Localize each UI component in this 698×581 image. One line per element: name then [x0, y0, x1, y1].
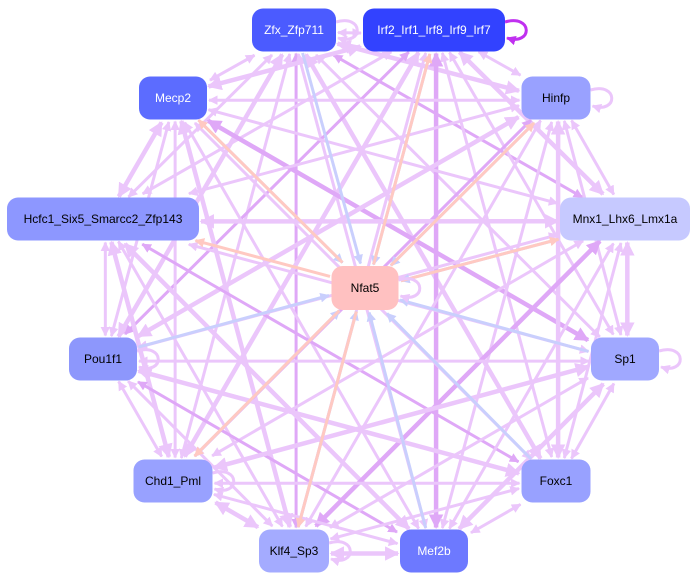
node-label: Mnx1_Lhx6_Lmx1a: [573, 212, 678, 226]
edge-from-nfat5: [295, 311, 358, 528]
edge-from-nfat5: [400, 236, 560, 283]
edge-to-nfat5: [385, 312, 533, 460]
node-box: [133, 459, 213, 503]
node-label: Foxc1: [540, 474, 573, 488]
self-loop-edge: [658, 348, 682, 375]
node-sp1[interactable]: Sp1: [591, 337, 659, 381]
node-box: [400, 529, 468, 573]
edge-to-nfat5: [399, 297, 589, 353]
edge: [137, 367, 521, 477]
edge-from-nfat5: [389, 121, 536, 267]
node-klf4_sp3[interactable]: Klf4_Sp3: [259, 529, 329, 573]
node-hinfp[interactable]: Hinfp: [521, 76, 591, 120]
node-mnx1[interactable]: Mnx1_Lhx6_Lmx1a: [560, 197, 690, 241]
self-loop-edge: [328, 540, 352, 567]
node-label: Hinfp: [542, 91, 570, 105]
node-box: [363, 8, 505, 52]
node-label: Zfx_Zfp711: [264, 23, 324, 37]
edge-to-nfat5: [301, 52, 363, 265]
edge-from-nfat5: [194, 238, 331, 278]
edge: [470, 503, 522, 535]
node-nfat5[interactable]: Nfat5: [331, 266, 399, 310]
node-label: Irf2_Irf1_Irf8_Irf9_Irf7: [377, 23, 491, 37]
edge-to-nfat5: [138, 293, 330, 349]
node-label: Klf4_Sp3: [270, 544, 319, 558]
node-irf2[interactable]: Irf2_Irf1_Irf8_Irf9_Irf7: [363, 8, 505, 52]
edge-to-nfat5: [366, 311, 428, 529]
edge: [457, 382, 605, 531]
self-loop-edge: [504, 19, 528, 46]
edge: [457, 50, 605, 196]
edge-from-nfat5: [197, 119, 344, 264]
edge: [207, 42, 362, 91]
node-chd1_pml[interactable]: Chd1_Pml: [133, 459, 213, 503]
node-label: Sp1: [614, 352, 636, 366]
node-label: Nfat5: [351, 281, 380, 295]
node-label: Chd1_Pml: [145, 474, 201, 488]
edge-from-nfat5: [372, 53, 433, 265]
node-hcfc1[interactable]: Hcfc1_Six5_Smarcc2_Zfp143: [7, 197, 199, 241]
edges: [100, 19, 682, 567]
node-box: [521, 76, 591, 120]
edge: [304, 119, 542, 528]
node-box: [69, 337, 137, 381]
edge: [329, 486, 520, 542]
node-box: [521, 459, 591, 503]
self-loop-edge: [136, 348, 160, 375]
self-loop-edge: [590, 87, 614, 114]
edge-from-nfat5: [193, 309, 341, 458]
node-box: [139, 76, 207, 120]
node-pou1f1[interactable]: Pou1f1: [69, 337, 137, 381]
node-label: Mecp2: [155, 91, 191, 105]
node-box: [331, 266, 399, 310]
edge: [303, 53, 543, 460]
node-box: [7, 197, 199, 241]
node-label: Mef2b: [417, 544, 451, 558]
self-loop-edge: [335, 19, 359, 46]
node-box: [259, 529, 329, 573]
self-loop-edge: [398, 277, 422, 304]
node-label: Hcfc1_Six5_Smarcc2_Zfp143: [24, 212, 183, 226]
node-mef2b[interactable]: Mef2b: [400, 529, 468, 573]
node-zfx_zfp711[interactable]: Zfx_Zfp711: [252, 8, 336, 52]
node-foxc1[interactable]: Foxc1: [521, 459, 591, 503]
node-label: Pou1f1: [84, 352, 122, 366]
edge: [477, 50, 522, 77]
node-mecp2[interactable]: Mecp2: [139, 76, 207, 120]
self-loop-edge: [212, 470, 236, 497]
node-box: [252, 8, 336, 52]
node-box: [560, 197, 690, 241]
node-box: [591, 337, 659, 381]
